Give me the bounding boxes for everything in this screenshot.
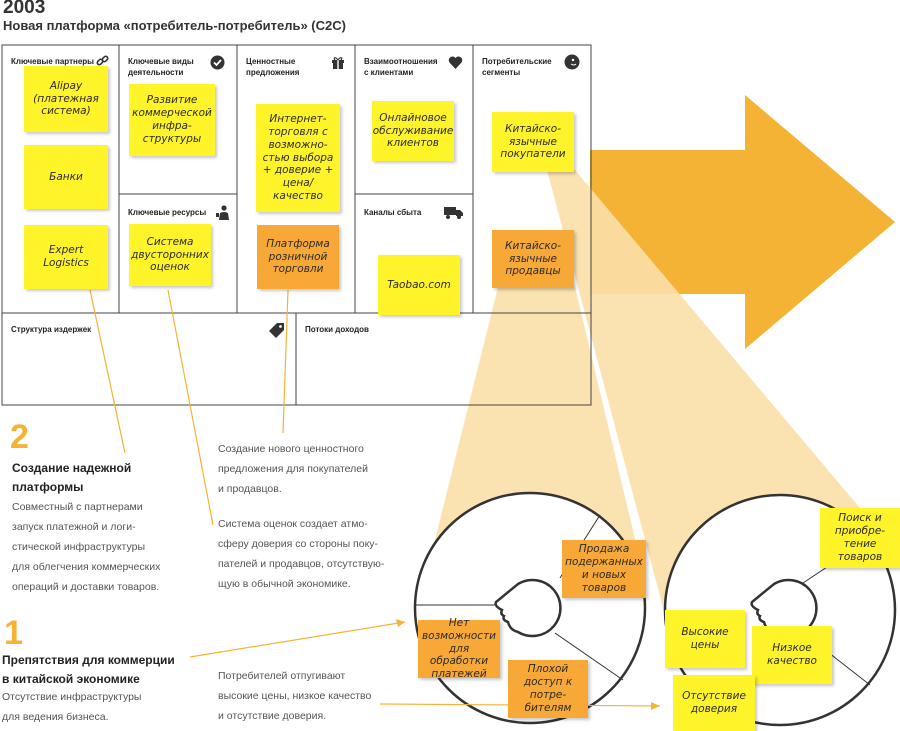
- annotation-1-title: Препятствия для коммерции в китайской эк…: [2, 653, 175, 686]
- note-dev-infrastructure: Развитие коммерческой инфра- структуры: [129, 84, 215, 156]
- cell-cost-structure-title: Структура издержек: [11, 325, 92, 334]
- note-taobao: Taobao.com: [378, 255, 460, 315]
- line-obstacles: [189, 621, 406, 658]
- cell-key-partners-title: Ключевые партнеры: [11, 57, 94, 66]
- note-search-buy: Поиск и приобре- тение товаров: [820, 508, 900, 568]
- gift-icon: [332, 57, 344, 69]
- worker-icon: [216, 205, 229, 220]
- note-chinese-sellers: Китайско- язычные продавцы: [492, 230, 574, 288]
- value-proposition-text: Создание нового ценностного предложения …: [218, 443, 369, 495]
- annotation-2-number: 2: [10, 418, 29, 456]
- note-high-prices: Высокие цены: [665, 610, 745, 668]
- truck-icon: [444, 207, 463, 219]
- note-no-payment: Нет возможности для обработки платежей: [418, 617, 500, 680]
- cell-customer-segments-title: Потребительские сегменты: [482, 57, 552, 77]
- link-icon: [96, 55, 109, 66]
- annotation-1-text: Отсутствие инфраструктуры для ведения би…: [2, 691, 142, 723]
- note-rating-system: Система двусторонних оценок: [129, 224, 211, 286]
- cell-key-activities-title: Ключевые виды деятельности: [128, 57, 194, 77]
- note-low-quality: Низкое качество: [752, 626, 832, 684]
- note-chinese-buyers: Китайско- язычные покупатели: [492, 112, 574, 172]
- face-icon: [564, 54, 580, 70]
- note-poor-access: Плохой доступ к потре- бителям: [508, 660, 588, 718]
- note-expert-logistics: Expert Logistics: [24, 225, 108, 289]
- cell-channels-title: Каналы сбыта: [364, 208, 422, 217]
- cell-revenue-streams-title: Потоки доходов: [305, 325, 369, 334]
- cell-key-resources-title: Ключевые ресурсы: [128, 208, 207, 217]
- line-expert: [89, 289, 126, 454]
- note-sale-goods: Продажа подержанных и новых товаров: [562, 540, 646, 598]
- canvas-grid: [1, 44, 592, 406]
- cell-value-propositions-title: Ценностные предложения: [246, 57, 300, 77]
- annotation-2-title: Создание надежной платформы: [12, 461, 132, 494]
- note-vp-retail-platform: Платформа розничной торговли: [257, 225, 339, 289]
- note-online-service: Онлайновое обслуживание клиентов: [372, 101, 454, 161]
- annotation-1-number: 1: [4, 614, 23, 652]
- note-alipay: Alipay (платежная система): [24, 66, 108, 132]
- cell-customer-relationships-title: Взаимоотношения с клиентами: [364, 57, 438, 77]
- consumers-text: Потребителей отпугивают высокие цены, ни…: [218, 670, 372, 722]
- year-heading: 2003: [3, 0, 46, 18]
- tag-icon: [269, 323, 284, 338]
- heart-icon: [448, 56, 463, 69]
- note-no-trust: Отсутствие доверия: [673, 675, 755, 731]
- rating-system-text: Система оценок создает атмо- сферу довер…: [218, 518, 385, 590]
- note-banks: Банки: [24, 145, 108, 209]
- note-vp-online-trade: Интернет- торговля с возможно- стью выбо…: [256, 104, 340, 212]
- line-platform: [282, 289, 289, 434]
- face-sellers: [494, 578, 562, 638]
- check-icon: [210, 55, 225, 70]
- page-subtitle: Новая платформа «потребитель-потребитель…: [3, 18, 346, 33]
- line-rating: [167, 289, 214, 526]
- annotation-2-text: Совместный с партнерами запуск платежной…: [12, 501, 161, 593]
